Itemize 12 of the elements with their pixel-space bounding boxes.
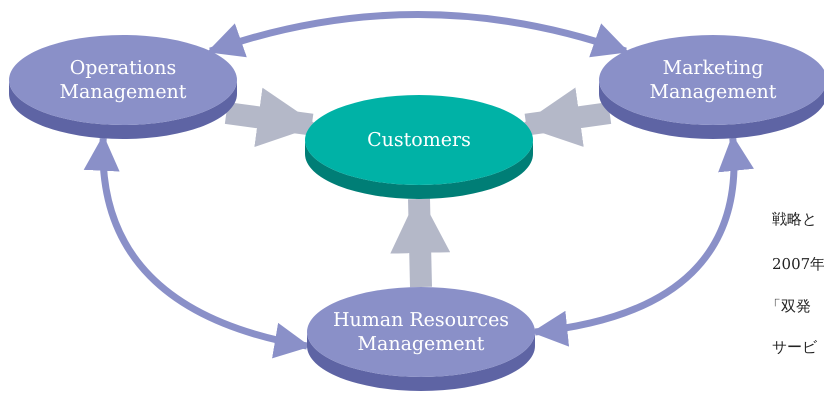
disc-label: Customers <box>367 128 471 152</box>
disc <box>305 95 533 199</box>
disc <box>307 287 535 391</box>
arrow <box>206 11 630 58</box>
text-fragment: 「双発 <box>766 297 811 316</box>
disc-label: Marketing Management <box>648 56 778 104</box>
disc <box>9 35 237 139</box>
disc-label: Operations Management <box>58 56 188 104</box>
text-fragment: 戦略と <box>772 210 817 229</box>
disc <box>599 35 824 139</box>
text-fragment: サービ <box>772 338 817 357</box>
disc-label: Human Resources Management <box>332 308 510 356</box>
